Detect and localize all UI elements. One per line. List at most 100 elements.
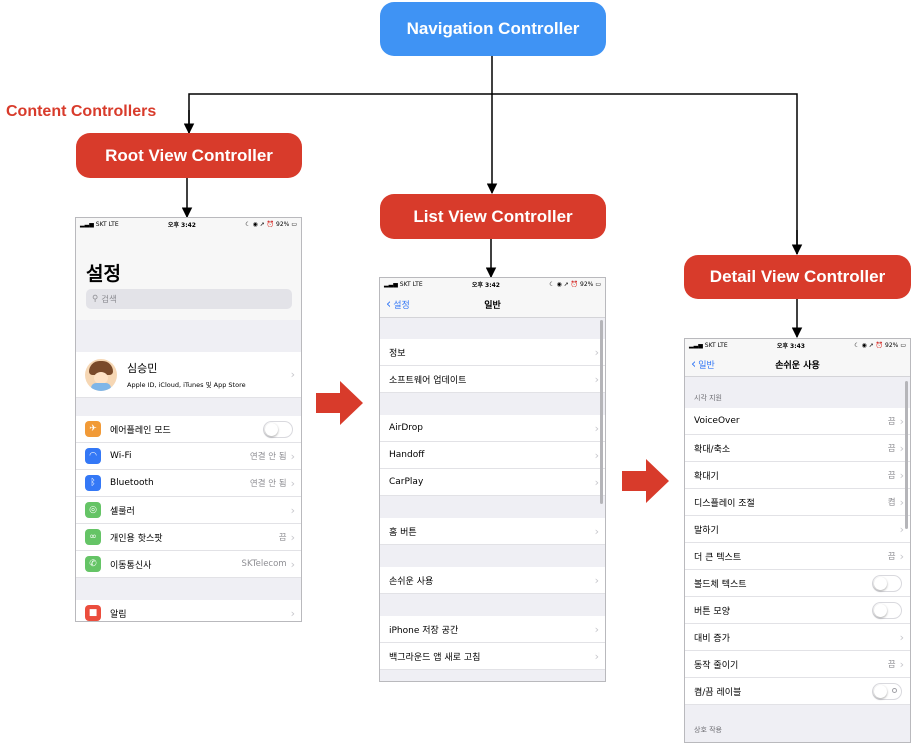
list-item[interactable]: CarPlay› [380, 469, 605, 496]
settings-row-notifications[interactable]: ■ 알림 › [76, 600, 301, 621]
signal-icon: ▂▃▅ [384, 281, 398, 288]
settings-row[interactable]: ◎셀룰러› [76, 497, 301, 524]
profile-name: 심승민 [127, 362, 158, 375]
battery-level: 92% [580, 281, 594, 288]
battery-icon: ▭ [595, 281, 601, 288]
list-item[interactable]: AirDrop› [380, 415, 605, 442]
chevron-right-icon: › [899, 630, 904, 644]
group-gap [380, 545, 605, 567]
page-title: 설정 [86, 263, 121, 285]
chevron-right-icon: › [899, 468, 904, 482]
profile-subtitle: Apple ID, iCloud, iTunes 및 App Store [127, 381, 246, 389]
accessibility-row[interactable]: 볼드체 텍스트 [685, 570, 910, 597]
list-item[interactable]: Handoff› [380, 442, 605, 469]
row-label: Handoff [389, 450, 425, 460]
toggle-knob [874, 603, 887, 617]
row-label: VoiceOver [694, 416, 740, 426]
row-value: 연결 안 됨 [249, 452, 287, 462]
search-input[interactable]: ⚲ 검색 [86, 289, 292, 309]
chevron-right-icon: › [899, 549, 904, 563]
navigation-bar: ‹ 일반 손쉬운 사용 [685, 352, 910, 377]
carrier: SKT [399, 281, 411, 288]
navigation-bar: ‹ 설정 일반 [380, 291, 605, 318]
settings-row[interactable]: ✈에어플레인 모드 [76, 416, 301, 443]
network: LTE [412, 281, 423, 288]
toggle-switch[interactable] [872, 574, 902, 592]
back-button[interactable]: ‹ 일반 [691, 352, 715, 376]
row-label: 홈 버튼 [389, 527, 417, 538]
row-value: 끔 [887, 417, 896, 427]
row-label: 켬/끔 레이블 [694, 687, 742, 698]
profile-row[interactable]: 심승민 Apple ID, iCloud, iTunes 및 App Store… [76, 352, 301, 398]
scrollbar[interactable] [600, 320, 603, 504]
chevron-right-icon: › [290, 503, 295, 517]
toggle-knob [265, 422, 278, 436]
row-label: 버튼 모양 [694, 606, 730, 617]
list-item[interactable]: 홈 버튼› [380, 518, 605, 545]
row-label: 확대/축소 [694, 444, 731, 455]
root-screen: ▂▃▅ SKT LTE 오후 3:42 ☾ ◉ ➚ ⏰ 92% ▭ 설정 ⚲ 검… [75, 217, 302, 622]
row-label: 이동통신사 [110, 560, 152, 571]
status-bar: ▂▃▅ SKT LTE 오후 3:42 ☾ ◉ ➚ ⏰ 92% ▭ [76, 218, 301, 231]
carrier: SKT [95, 221, 107, 228]
toggle-switch[interactable] [263, 420, 293, 438]
row-label: 대비 증가 [694, 633, 730, 644]
list-view-controller-node: List View Controller [380, 194, 606, 239]
toggle-knob [874, 684, 887, 698]
row-label: 손쉬운 사용 [389, 576, 434, 587]
general-list: 정보›소프트웨어 업데이트›AirDrop›Handoff›CarPlay›홈 … [380, 318, 605, 670]
row-value: 끔 [278, 533, 287, 543]
list-view-controller-label: List View Controller [413, 206, 573, 226]
status-time: 오후 3:42 [471, 282, 500, 289]
flow-arrow-list-to-detail [622, 459, 669, 503]
group-gap [380, 594, 605, 616]
accessibility-row[interactable]: 말하기› [685, 516, 910, 543]
row-label: 정보 [389, 348, 406, 359]
toggle-switch[interactable] [872, 682, 902, 700]
back-label: 일반 [698, 360, 715, 371]
root-view-controller-node: Root View Controller [76, 133, 302, 178]
chevron-right-icon: › [290, 449, 295, 463]
airplane-icon: ✈ [85, 421, 101, 437]
list-item[interactable]: iPhone 저장 공간› [380, 616, 605, 643]
signal-icon: ▂▃▅ [80, 221, 94, 228]
search-icon: ⚲ [92, 294, 99, 304]
chevron-right-icon: › [290, 606, 295, 620]
list-item[interactable]: 소프트웨어 업데이트› [380, 366, 605, 393]
accessibility-row[interactable]: 켬/끔 레이블 [685, 678, 910, 705]
list-item[interactable]: 손쉬운 사용 › [380, 567, 605, 594]
row-label: 개인용 핫스팟 [110, 533, 163, 544]
list-item[interactable]: 백그라운드 앱 새로 고침› [380, 643, 605, 670]
row-value: 켬 [887, 498, 896, 508]
section-header-interaction: 상호 작용 [694, 726, 722, 734]
notification-icon: ■ [85, 605, 101, 621]
row-label: 알림 [110, 609, 127, 620]
scrollbar[interactable] [905, 381, 908, 529]
chevron-right-icon: › [594, 475, 599, 489]
back-button[interactable]: ‹ 설정 [386, 291, 410, 317]
chevron-right-icon: › [594, 345, 599, 359]
accessibility-row[interactable]: 대비 증가 › [685, 624, 910, 651]
row-value: 끔 [887, 660, 896, 670]
row-label: 동작 줄이기 [694, 660, 739, 671]
toggle-switch[interactable] [872, 601, 902, 619]
row-label: Bluetooth [110, 478, 154, 488]
chevron-right-icon: › [594, 573, 599, 587]
navigation-controller-node: Navigation Controller [380, 2, 606, 56]
chevron-left-icon: ‹ [386, 296, 392, 312]
wifi-icon: ◠ [85, 448, 101, 464]
list-item[interactable]: 정보 › [380, 339, 605, 366]
nav-title: 손쉬운 사용 [775, 360, 820, 371]
accessibility-row[interactable]: 버튼 모양 [685, 597, 910, 624]
